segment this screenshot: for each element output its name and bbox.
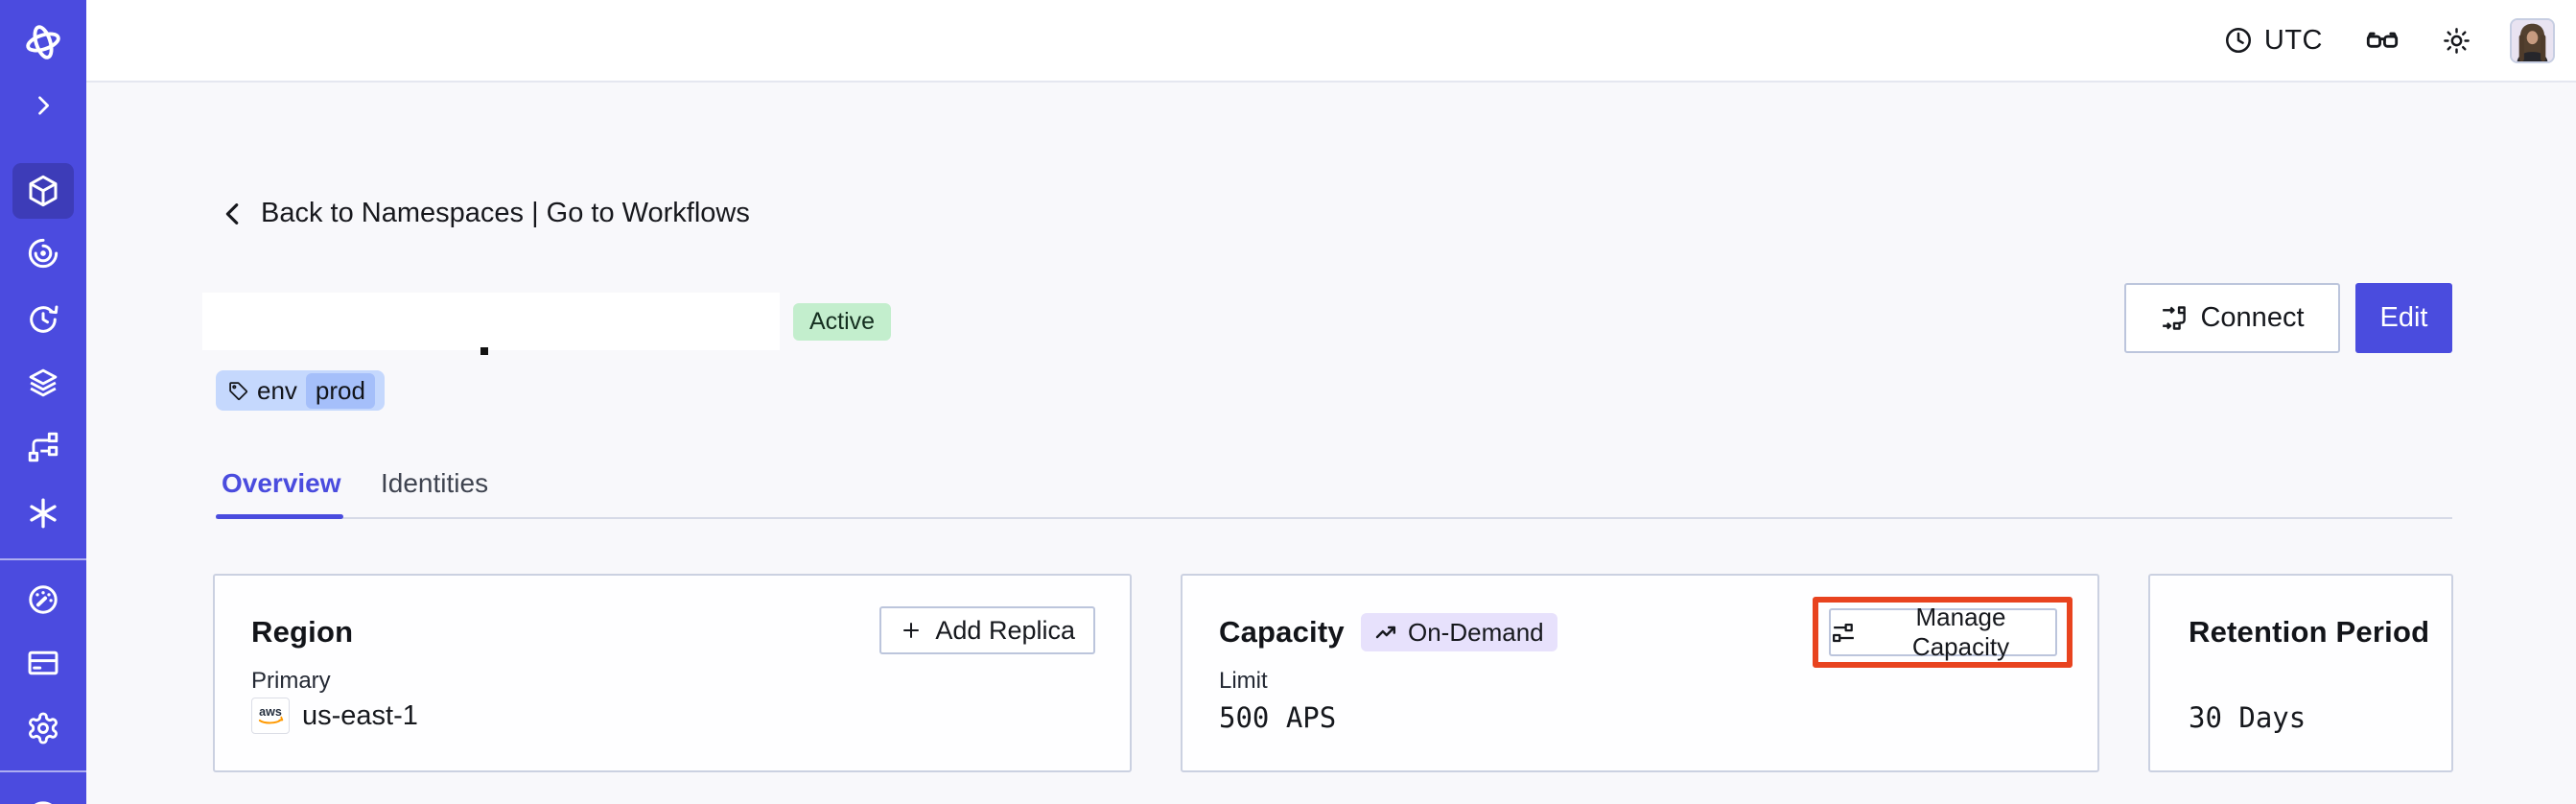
sliders-icon: [1831, 620, 1857, 646]
annotation-highlight-box: Manage Capacity: [1813, 597, 2073, 668]
tab-identities[interactable]: Identities: [381, 468, 489, 498]
clock-icon: [2223, 25, 2254, 56]
namespace-name-redacted: [202, 293, 780, 350]
svg-text:aws: aws: [259, 705, 282, 719]
sidebar-item-namespaces[interactable]: [25, 173, 61, 209]
retention-card: Retention Period 30 Days: [2148, 574, 2453, 772]
add-replica-button[interactable]: Add Replica: [879, 606, 1095, 654]
chevron-left-icon: [219, 200, 247, 228]
sidebar-divider: [0, 558, 86, 560]
tag-value: prod: [305, 372, 375, 409]
breadcrumb[interactable]: Back to Namespaces | Go to Workflows: [219, 198, 750, 229]
timezone-selector[interactable]: UTC: [2223, 25, 2323, 57]
sidebar-divider-bottom: [0, 770, 86, 772]
region-card: Region Add Replica Primary aws us-east-1: [213, 574, 1132, 772]
connect-button[interactable]: Connect: [2124, 283, 2340, 353]
edit-label: Edit: [2379, 302, 2428, 333]
manage-capacity-button[interactable]: Manage Capacity: [1828, 603, 2057, 661]
sidebar-item-account[interactable]: [24, 798, 62, 804]
region-value: us-east-1: [302, 699, 418, 731]
sidebar-nav: [0, 0, 86, 804]
on-demand-badge: On-Demand: [1361, 613, 1557, 651]
sidebar-item-nexus[interactable]: [26, 496, 60, 531]
retention-card-title: Retention Period: [2189, 615, 2430, 649]
topbar: UTC: [86, 0, 2576, 83]
sidebar-item-batch-operations[interactable]: [26, 430, 60, 464]
limit-label: Limit: [1219, 668, 1268, 694]
plus-icon: [900, 619, 923, 642]
sidebar-item-settings[interactable]: [26, 711, 60, 745]
capacity-card-title: Capacity: [1219, 615, 1345, 649]
sidebar-item-billing[interactable]: [26, 646, 60, 680]
tab-overview[interactable]: Overview: [222, 468, 341, 498]
sidebar-expand-chevron-icon[interactable]: [30, 92, 57, 119]
active-tab-underline: [216, 514, 343, 519]
glasses-icon[interactable]: [2365, 23, 2400, 58]
status-badge: Active: [793, 303, 892, 341]
namespace-name-remnant: [480, 347, 488, 355]
aws-logo-icon: aws: [251, 698, 290, 734]
connect-icon: [2160, 304, 2188, 332]
tag-key: env: [257, 375, 297, 405]
add-replica-label: Add Replica: [935, 615, 1075, 645]
sidebar-item-deployments[interactable]: [26, 366, 60, 400]
region-card-title: Region: [251, 615, 354, 649]
namespace-tag[interactable]: env prod: [216, 370, 385, 411]
tag-icon: [228, 381, 248, 401]
primary-label: Primary: [251, 668, 331, 694]
edit-button[interactable]: Edit: [2355, 283, 2452, 353]
connect-label: Connect: [2200, 302, 2305, 333]
user-avatar[interactable]: [2510, 17, 2555, 63]
capacity-value: 500 APS: [1219, 701, 1337, 734]
sidebar-item-schedules[interactable]: [26, 302, 60, 337]
primary-region-row: aws us-east-1: [251, 698, 418, 734]
manage-capacity-label: Manage Capacity: [1911, 603, 2010, 661]
capacity-card: Capacity On-Demand: [1181, 574, 2099, 772]
sidebar-item-workflows[interactable]: [26, 236, 60, 271]
sidebar-item-usage[interactable]: [26, 582, 60, 617]
light-mode-icon[interactable]: [2442, 26, 2471, 56]
timezone-label: UTC: [2263, 24, 2323, 56]
tabs-baseline: [216, 517, 2452, 519]
trending-up-icon: [1374, 620, 1399, 645]
back-link-label[interactable]: Back to Namespaces | Go to Workflows: [261, 198, 750, 228]
retention-value: 30 Days: [2189, 701, 2307, 734]
temporal-logo-icon[interactable]: [21, 20, 65, 64]
on-demand-label: On-Demand: [1408, 617, 1544, 647]
